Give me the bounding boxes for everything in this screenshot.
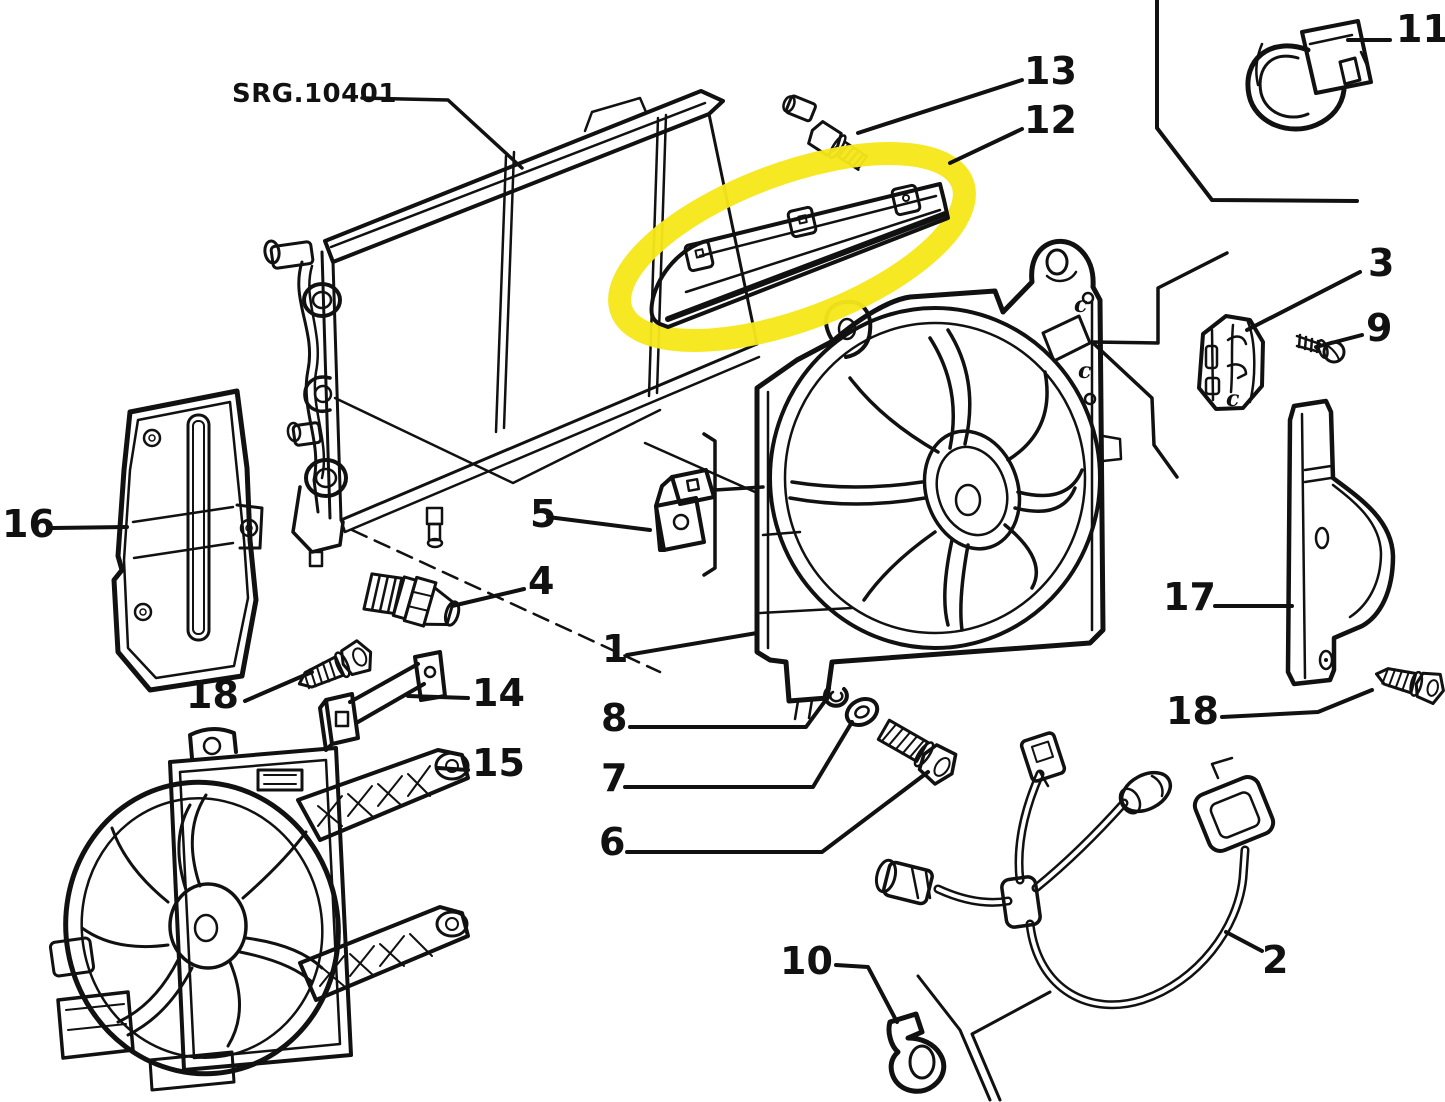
reference-line-mount-3 <box>1090 251 1229 479</box>
leader-7 <box>623 720 854 789</box>
washer-7 <box>844 697 880 727</box>
leader-8 <box>628 695 830 729</box>
leader-5 <box>546 515 652 532</box>
callout-12: 12 <box>1024 98 1077 142</box>
fan-assembly-15 <box>48 727 470 1092</box>
harness-connector-top <box>1019 731 1067 788</box>
bracket-annotation-1 <box>702 432 765 577</box>
leader-9 <box>1314 333 1364 349</box>
fitting-4 <box>362 572 461 628</box>
trim-strip-tab <box>890 183 922 217</box>
leader-15 <box>436 766 470 772</box>
screw-9 <box>1295 333 1346 364</box>
trim-strip-tab <box>683 239 715 273</box>
clamp-11 <box>1245 19 1373 132</box>
leader-3 <box>1245 270 1362 332</box>
harness-connector-right <box>1192 756 1276 853</box>
leader-4 <box>450 587 526 608</box>
diagram-code-label: SRG.10401 <box>232 79 397 109</box>
callout-15: 15 <box>472 741 525 785</box>
reference-line-clip-10-b <box>970 990 1052 1102</box>
callout-11: 11 <box>1396 7 1445 51</box>
callout-2: 2 <box>1262 938 1288 982</box>
callout-18-right: 18 <box>1166 689 1219 733</box>
radiator-drain-plug <box>425 506 444 549</box>
callout-18-left: 18 <box>186 673 239 717</box>
radiator <box>263 89 761 568</box>
bracket-14 <box>318 650 447 752</box>
leader-18-right <box>1220 688 1374 719</box>
callout-17: 17 <box>1163 575 1216 619</box>
clip-10 <box>886 1011 947 1094</box>
leader-srg <box>360 96 524 170</box>
leader-2 <box>1224 930 1264 953</box>
leader-6 <box>625 770 930 854</box>
panel-16 <box>111 388 264 693</box>
leader-16 <box>51 525 129 530</box>
reference-line-top-right <box>1155 0 1359 203</box>
callout-7: 7 <box>601 756 627 800</box>
callout-6: 6 <box>599 820 625 864</box>
callout-9: 9 <box>1366 306 1392 350</box>
leader-10 <box>834 963 899 1024</box>
highlight-marker-ellipse <box>608 142 976 352</box>
leader-12 <box>948 127 1024 165</box>
alignment-line-dashed <box>350 528 662 674</box>
alignment-line-a <box>333 396 662 485</box>
callout-13: 13 <box>1024 49 1077 93</box>
fan-blades <box>788 328 1084 632</box>
leader-13 <box>856 78 1024 135</box>
harness-connector-left <box>874 858 934 906</box>
bracket-17 <box>1285 398 1396 687</box>
labels: SRG.10401 13 12 11 3 9 16 5 4 1 18 14 15… <box>2 7 1445 983</box>
variant-marker-shroud-bottom: c <box>1078 358 1092 384</box>
screw-18-right <box>1374 667 1445 706</box>
leader-1 <box>625 631 759 657</box>
callout-10: 10 <box>780 939 833 983</box>
trim-strip-tab <box>786 205 818 239</box>
wiring-harness-2 <box>874 731 1276 1010</box>
callout-3: 3 <box>1368 241 1394 285</box>
leader-lines <box>51 0 1392 1102</box>
fan-shroud-assembly-1 <box>754 238 1123 721</box>
fan-blades <box>80 793 324 1048</box>
screw-18-left <box>297 639 373 690</box>
clip-5 <box>654 468 716 552</box>
trim-strip-12 <box>649 182 950 329</box>
variant-marker-connector: c <box>1226 386 1240 412</box>
alignment-line-b <box>643 441 757 494</box>
callout-1: 1 <box>602 627 628 671</box>
callout-4: 4 <box>528 559 554 603</box>
support-arm-lower <box>298 905 470 1002</box>
callout-5: 5 <box>530 492 556 536</box>
bolt-6 <box>876 718 958 786</box>
support-arm-upper <box>296 748 470 842</box>
harness-junction-sleeve <box>1000 875 1042 929</box>
connector-3: c <box>1197 314 1265 412</box>
callout-8: 8 <box>601 696 627 740</box>
leader-14 <box>406 694 470 700</box>
harness-connector-round <box>1118 770 1173 815</box>
lock-washer-8 <box>822 686 849 708</box>
variant-marker-shroud-top: c <box>1074 292 1088 318</box>
leader-18-left <box>243 670 314 703</box>
reference-line-clip-10-a <box>916 974 992 1102</box>
callout-16: 16 <box>2 502 55 546</box>
radiator-hose-stub-top <box>263 239 315 270</box>
callout-14: 14 <box>472 671 525 715</box>
